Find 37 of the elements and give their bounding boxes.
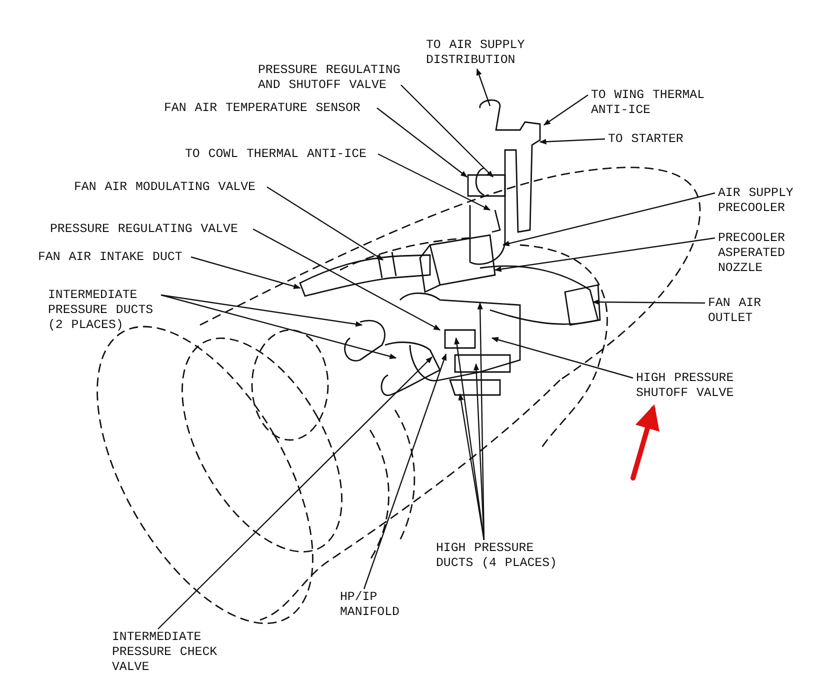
callout-label: FAN AIR INTAKE DUCT [38, 250, 188, 265]
leader-line [477, 302, 485, 540]
leader-line [378, 153, 491, 211]
pointer-arrow [630, 404, 660, 480]
callout-label: AIR SUPPLY PRECOOLER [718, 186, 802, 216]
leader-line [494, 237, 716, 272]
callout-label: PRESSURE REGULATING AND SHUTOFF VALVE [258, 63, 410, 93]
callout-label: FAN AIR TEMPERATURE SENSOR [164, 101, 374, 116]
callout-label: TO AIR SUPPLY DISTRIBUTION [426, 38, 530, 68]
leader-line [476, 68, 491, 106]
leader-line [160, 294, 363, 327]
callout-label: TO WING THERMAL ANTI-ICE [591, 88, 711, 118]
leader-line [160, 294, 397, 360]
leader-line [539, 138, 606, 144]
leader-line [376, 108, 468, 178]
callout-label: HIGH PRESSURE DUCTS (4 PLACES) [436, 541, 562, 571]
callout-label: INTERMEDIATE PRESSURE CHECK VALVE [112, 630, 224, 675]
leader-line [400, 84, 494, 178]
callout-label: FAN AIR MODULATING VALVE [74, 180, 264, 195]
leader-line [491, 337, 634, 379]
callout-label: HIGH PRESSURE SHUTOFF VALVE [636, 371, 740, 401]
leader-line [592, 299, 705, 305]
callout-label: INTERMEDIATE PRESSURE DUCTS (2 PLACES) [48, 288, 158, 333]
callout-label: HP/IP MANIFOLD [340, 590, 412, 620]
leader-line [363, 353, 447, 590]
leader-line [252, 228, 441, 331]
callout-label: TO COWL THERMAL ANTI-ICE [185, 147, 375, 162]
leader-line [190, 256, 301, 289]
leader-line [158, 356, 432, 630]
callout-label: PRESSURE REGULATING VALVE [50, 222, 250, 237]
leader-line [502, 192, 716, 246]
callout-label: FAN AIR OUTLET [708, 296, 768, 326]
leader-line [543, 94, 588, 126]
leader-line [454, 337, 485, 540]
callout-label: PRECOOLER ASPERATED NOZZLE [718, 231, 792, 276]
leader-line [266, 186, 384, 260]
callout-label: TO STARTER [608, 132, 708, 147]
